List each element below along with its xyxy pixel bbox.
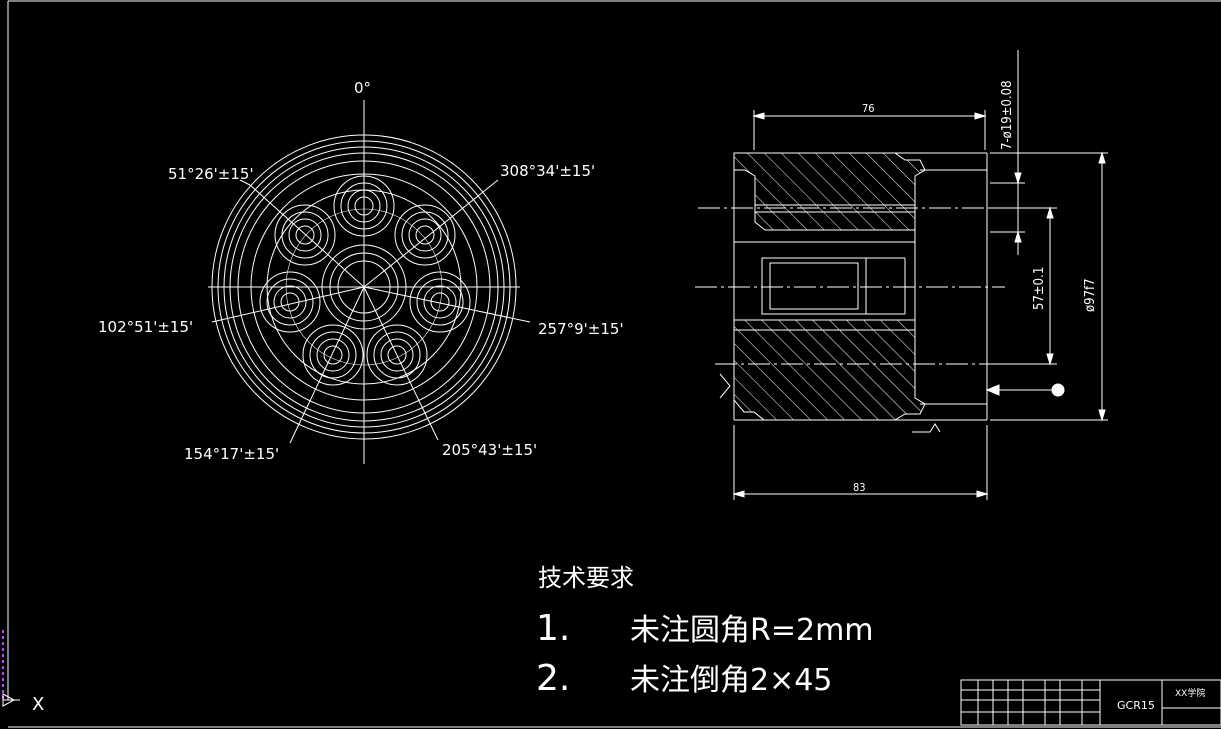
requirements-title: 技术要求 [538,564,634,592]
angle-label-257: 257°9'±15' [538,320,624,338]
angle-label-102: 102°51'±15' [98,318,193,336]
hole-lower-left [302,324,364,386]
angle-label-51: 51°26'±15' [168,165,254,183]
dim-97: ø97f7 [1083,278,1098,312]
ucs-icon [2,630,20,707]
hole-upper-right [394,204,456,266]
angle-label-308: 308°34'±15' [500,162,595,180]
dim-57: 57±0.1 [1032,267,1047,310]
requirement-2-text: 未注倒角2×45 [630,663,832,698]
dim-76: 76 [862,102,875,115]
hole-upper-left [274,204,336,266]
drawing-frame [7,0,1221,728]
angle-label-154: 154°17'±15' [184,445,279,463]
angle-label-top: 0° [354,79,371,97]
hole-right [409,271,471,333]
front-view-holes[interactable] [259,175,471,386]
hole-top [333,175,395,237]
title-block-school: XX学院 [1175,687,1205,699]
title-block-material: GCR15 [1117,699,1155,712]
section-view[interactable] [695,152,1005,421]
hole-lower-right [366,324,428,386]
requirement-1-number: 1. [536,608,570,649]
dim-83: 83 [853,481,866,494]
title-block[interactable] [960,679,1221,726]
hole-left [259,271,321,333]
front-view[interactable] [208,100,520,464]
requirement-2-number: 2. [536,658,570,699]
section-dimensions [719,50,1108,500]
dim-7-holes: 7-ø19±0.08 [1000,80,1015,150]
ucs-x-label: X [32,694,44,715]
angle-leaders [211,179,531,444]
angle-label-205: 205°43'±15' [442,441,537,459]
requirement-1-text: 未注圆角R=2mm [630,613,874,648]
